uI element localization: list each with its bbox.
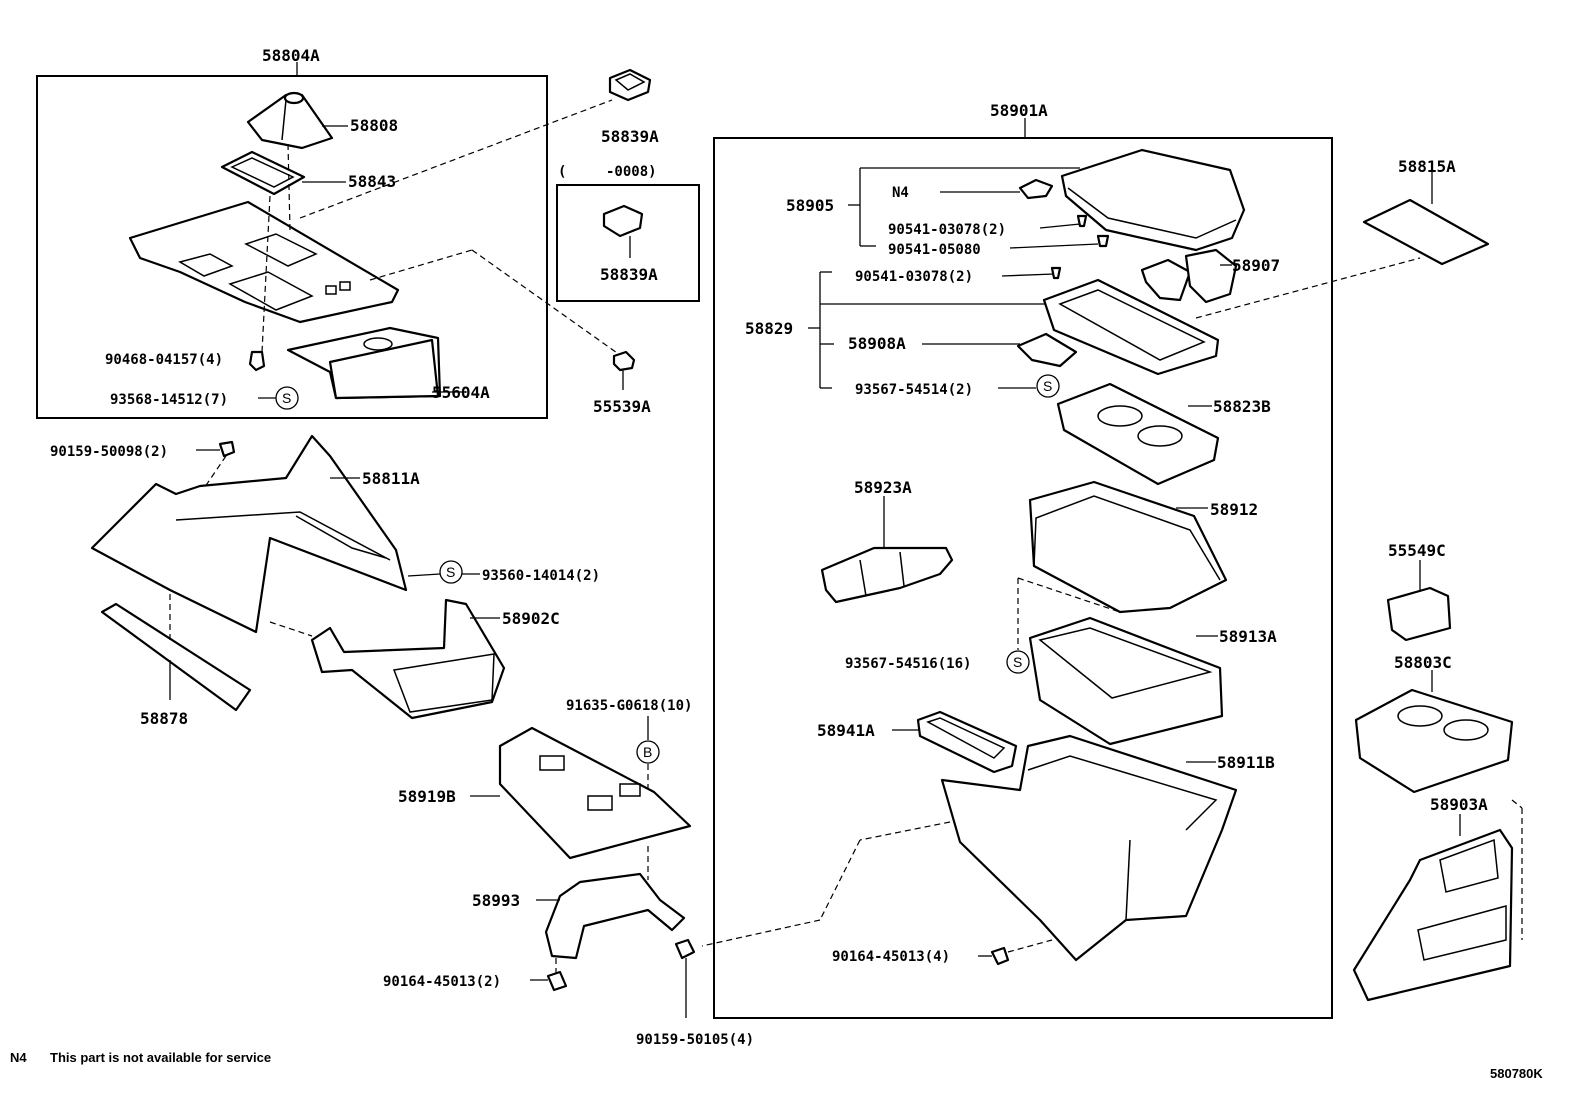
part-58941A-pad [916, 710, 1018, 774]
symbol-s-93568: S [282, 390, 291, 406]
part-58803C-cupholder [1354, 688, 1514, 794]
symbol-s-93567-54516: S [1013, 654, 1022, 670]
drawing-code: 580780K [1490, 1066, 1543, 1081]
label-58911B[interactable]: 58911B [1217, 753, 1275, 772]
part-58993-bracket [544, 872, 686, 960]
symbol-s-93560: S [446, 564, 455, 580]
part-58823B-cupholder-tray [1056, 382, 1220, 486]
label-58901A[interactable]: 58901A [990, 101, 1048, 120]
label-90164-45013-b[interactable]: 90164-45013(4) [832, 949, 950, 965]
label-90541-03078-a[interactable]: 90541-03078(2) [888, 222, 1006, 238]
label-58839A-box[interactable]: 58839A [600, 265, 658, 284]
label-93568-14512[interactable]: 93568-14512(7) [110, 392, 228, 408]
assembly-box-58804A [36, 75, 548, 419]
label-58803C[interactable]: 58803C [1394, 653, 1452, 672]
label-93567-54516[interactable]: 93567-54516(16) [845, 656, 971, 672]
label-58815A[interactable]: 58815A [1398, 157, 1456, 176]
part-58908A-latch [1016, 332, 1078, 368]
part-58919B-mounting-plate [498, 726, 692, 860]
label-90159-50098[interactable]: 90159-50098(2) [50, 444, 168, 460]
part-58839A-cap-box [602, 204, 644, 238]
part-58913A-storage-box [1028, 616, 1224, 746]
part-90159-50105-bolt [674, 938, 696, 960]
label-55604A[interactable]: 55604A [432, 383, 490, 402]
part-58907-hinge [1140, 248, 1238, 304]
part-58839A-cap-top [608, 68, 652, 102]
label-58823B[interactable]: 58823B [1213, 397, 1271, 416]
label-58903A[interactable]: 58903A [1430, 795, 1488, 814]
symbol-s-93567-54514: S [1043, 378, 1052, 394]
part-58878-trim-strip [100, 602, 252, 712]
label-93560-14014[interactable]: 93560-14014(2) [482, 568, 600, 584]
variant-box-0008 [556, 184, 700, 302]
variant-code: -0008) [606, 164, 657, 180]
label-93567-54514[interactable]: 93567-54514(2) [855, 382, 973, 398]
part-58923A-bracket [820, 546, 954, 604]
assembly-box-58901A [713, 137, 1333, 1019]
label-90164-45013-a[interactable]: 90164-45013(2) [383, 974, 501, 990]
label-90159-50105[interactable]: 90159-50105(4) [636, 1032, 754, 1048]
label-90468-04157[interactable]: 90468-04157(4) [105, 352, 223, 368]
part-55549C-cover [1386, 586, 1452, 642]
label-58907[interactable]: 58907 [1232, 256, 1280, 275]
symbol-b-91635: B [643, 744, 652, 760]
label-58839A-top[interactable]: 58839A [601, 127, 659, 146]
label-90541-05080[interactable]: 90541-05080 [888, 242, 981, 258]
label-91635-G0618[interactable]: 91635-G0618(10) [566, 698, 692, 714]
part-58911B-console-body [940, 734, 1238, 962]
variant-open-paren: ( [558, 164, 566, 180]
part-58905-armrest-lid [1060, 148, 1246, 252]
part-90164-45013-bolt-b [990, 946, 1010, 966]
part-58843-bezel [220, 150, 306, 196]
part-58903A-side-panel [1352, 828, 1514, 1002]
part-55539A-plug [612, 350, 636, 372]
label-58811A[interactable]: 58811A [362, 469, 420, 488]
label-58804A[interactable]: 58804A [262, 46, 320, 65]
label-N4[interactable]: N4 [892, 185, 909, 201]
label-58829[interactable]: 58829 [745, 319, 793, 338]
part-58808-shift-boot [246, 91, 334, 150]
part-upper-console-panel [128, 200, 400, 324]
label-58902C[interactable]: 58902C [502, 609, 560, 628]
part-58902C-bracket [310, 598, 506, 720]
part-90468-clip [248, 350, 266, 372]
label-58878[interactable]: 58878 [140, 709, 188, 728]
label-55549C[interactable]: 55549C [1388, 541, 1446, 560]
part-58811A-console-frame [90, 434, 408, 634]
label-58941A[interactable]: 58941A [817, 721, 875, 740]
label-58908A[interactable]: 58908A [848, 334, 906, 353]
part-58912-box [1028, 480, 1228, 614]
part-90164-45013-bolt-a [546, 970, 568, 992]
label-58905[interactable]: 58905 [786, 196, 834, 215]
part-N4-pad [1018, 178, 1054, 200]
label-58923A[interactable]: 58923A [854, 478, 912, 497]
label-58912[interactable]: 58912 [1210, 500, 1258, 519]
label-90541-03078-b[interactable]: 90541-03078(2) [855, 269, 973, 285]
part-58815A-pad [1362, 198, 1490, 266]
footnote-text: This part is not available for service [50, 1050, 271, 1065]
part-55604A-ashtray [286, 326, 442, 400]
label-58993[interactable]: 58993 [472, 891, 520, 910]
label-58808[interactable]: 58808 [350, 116, 398, 135]
part-90159-50098-bolt [218, 440, 236, 458]
footnote-code: N4 [10, 1050, 27, 1065]
label-55539A[interactable]: 55539A [593, 397, 651, 416]
label-58913A[interactable]: 58913A [1219, 627, 1277, 646]
label-58843[interactable]: 58843 [348, 172, 396, 191]
label-58919B[interactable]: 58919B [398, 787, 456, 806]
part-58829-tray [1042, 278, 1220, 376]
